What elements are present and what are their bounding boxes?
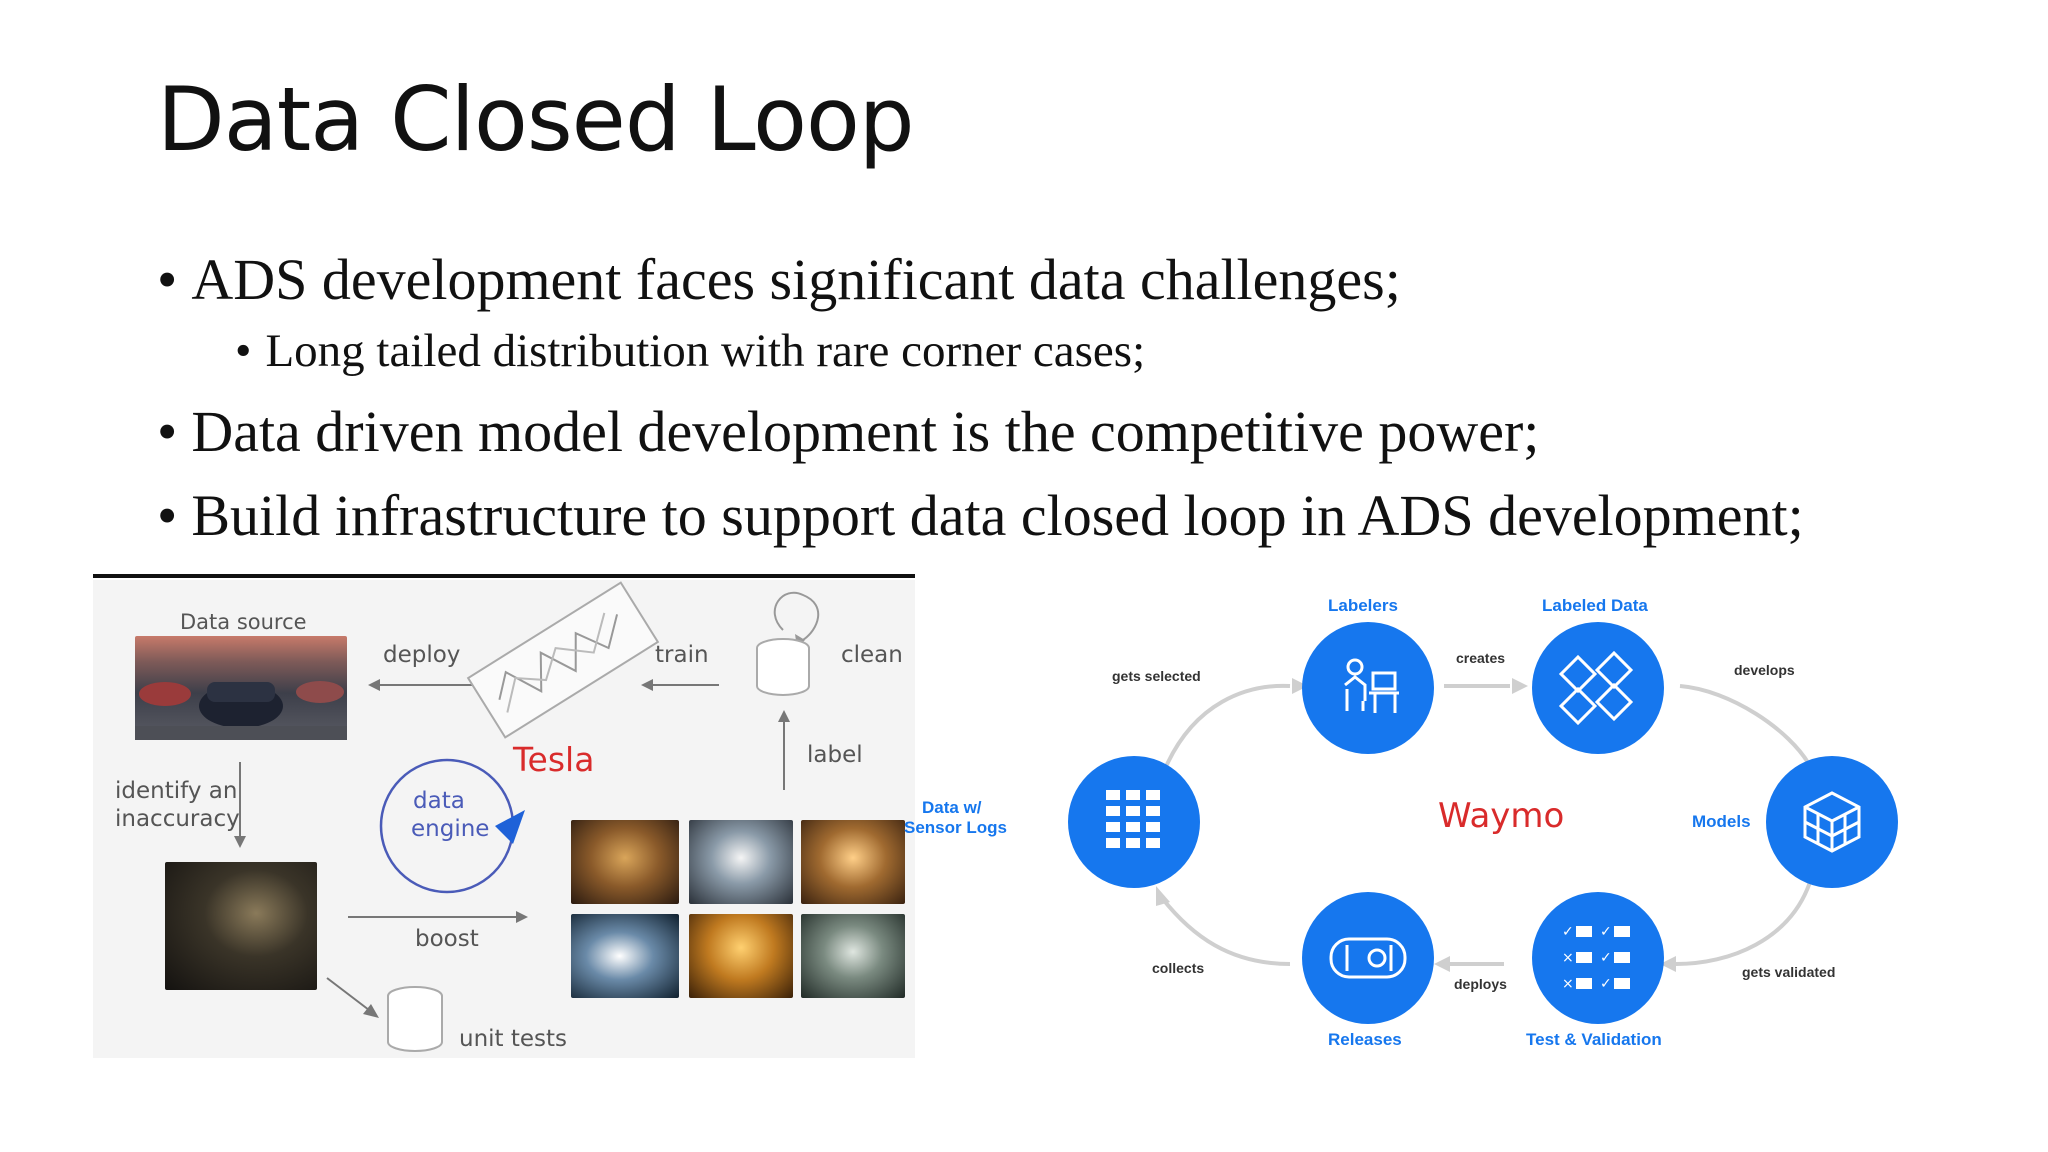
deploys-label: deploys xyxy=(1454,976,1507,992)
svg-text:✓: ✓ xyxy=(1600,950,1612,966)
tunnel-photo-3 xyxy=(801,820,905,904)
bullet-text: Build infrastructure to support data clo… xyxy=(191,483,1804,548)
sensor-logs-circle xyxy=(1068,756,1200,888)
data-label-line2: Sensor Logs xyxy=(904,818,1007,837)
engine-label-line2: engine xyxy=(411,816,490,842)
svg-text:×: × xyxy=(1562,950,1574,966)
models-label: Models xyxy=(1692,812,1751,831)
bullet-3: •Build infrastructure to support data cl… xyxy=(157,482,1804,549)
waymo-caption: Waymo xyxy=(1438,796,1565,836)
bullet-marker: • xyxy=(157,483,178,548)
gets-validated-label: gets validated xyxy=(1742,964,1836,980)
svg-text:✓: ✓ xyxy=(1600,976,1612,992)
train-arrow xyxy=(641,679,719,691)
identify-label-line2: inaccuracy xyxy=(115,806,240,832)
engine-label-line1: data xyxy=(413,788,465,814)
labeler-desk-icon xyxy=(1344,658,1399,713)
identify-label-line1: identify an xyxy=(115,778,238,804)
labeled-data-circle xyxy=(1532,622,1664,754)
bullet-marker: • xyxy=(157,247,178,312)
car-traffic-icon xyxy=(135,681,347,740)
tags-icon xyxy=(1558,650,1634,726)
tesla-data-engine-diagram: Data source deploy train clean label xyxy=(93,580,915,1058)
bullet-marker: • xyxy=(157,399,178,464)
bullet-2: •Data driven model development is the co… xyxy=(157,398,1539,465)
test-validation-circle: ✓ ✓ × ✓ × ✓ xyxy=(1532,892,1664,1024)
tesla-caption: Tesla xyxy=(513,740,595,779)
unit-tests-database-icon xyxy=(387,986,443,1052)
models-circle xyxy=(1766,756,1898,888)
model-cube-icon xyxy=(1803,791,1861,853)
data-source-label: Data source xyxy=(180,610,307,634)
car-icon xyxy=(1329,937,1407,979)
tunnel-photo-5 xyxy=(689,914,793,998)
checklist-icon: ✓ ✓ × ✓ × ✓ xyxy=(1562,924,1630,992)
slide-title: Data Closed Loop xyxy=(157,68,915,171)
svg-text:✓: ✓ xyxy=(1562,924,1574,940)
data-source-photo xyxy=(135,636,347,740)
creates-label: creates xyxy=(1456,650,1506,666)
tunnel-photo-2 xyxy=(689,820,793,904)
test-validation-label: Test & Validation xyxy=(1526,1030,1662,1049)
tunnel-photo-4 xyxy=(571,914,679,998)
data-engine-loop-icon xyxy=(379,758,525,894)
unit-tests-arrow xyxy=(326,977,379,1018)
bullet-text: ADS development faces significant data c… xyxy=(191,247,1401,312)
identify-arrow xyxy=(234,762,246,848)
label-label: label xyxy=(807,742,863,768)
releases-label: Releases xyxy=(1328,1030,1402,1049)
clean-database-icon xyxy=(756,591,820,696)
sub-bullet-1: •Long tailed distribution with rare corn… xyxy=(235,324,1145,378)
tunnel-photo-1 xyxy=(571,820,679,904)
label-arrow xyxy=(778,710,790,790)
train-label: train xyxy=(655,642,709,668)
releases-circle xyxy=(1302,892,1434,1024)
unit-tests-label: unit tests xyxy=(459,1026,568,1052)
deploy-arrow xyxy=(368,679,486,691)
inaccuracy-tunnel-photo xyxy=(165,862,317,990)
bullet-text: Data driven model development is the com… xyxy=(191,399,1540,464)
tunnel-photo-6 xyxy=(801,914,905,998)
labelers-label: Labelers xyxy=(1328,596,1398,615)
bullet-1: •ADS development faces significant data … xyxy=(157,246,1401,313)
develops-label: develops xyxy=(1734,662,1795,678)
collects-label: collects xyxy=(1152,960,1205,976)
svg-text:×: × xyxy=(1562,976,1574,992)
deploy-label: deploy xyxy=(383,642,461,668)
labelers-circle xyxy=(1302,622,1434,754)
waymo-closed-loop-diagram: Labelers Labeled Data Data w/ Sensor Log… xyxy=(904,580,1940,1070)
labeled-data-label: Labeled Data xyxy=(1542,596,1648,615)
gets-selected-label: gets selected xyxy=(1112,668,1201,684)
section-divider xyxy=(93,574,915,578)
clean-label: clean xyxy=(841,642,903,668)
bullet-marker: • xyxy=(235,325,252,377)
network-sketch-icon xyxy=(466,581,660,739)
boost-label: boost xyxy=(415,926,479,952)
data-label-line1: Data w/ xyxy=(922,798,982,817)
bullet-text: Long tailed distribution with rare corne… xyxy=(265,325,1146,377)
sensor-logs-icon xyxy=(1106,790,1160,848)
boost-arrow xyxy=(348,911,528,923)
svg-text:✓: ✓ xyxy=(1600,924,1612,940)
